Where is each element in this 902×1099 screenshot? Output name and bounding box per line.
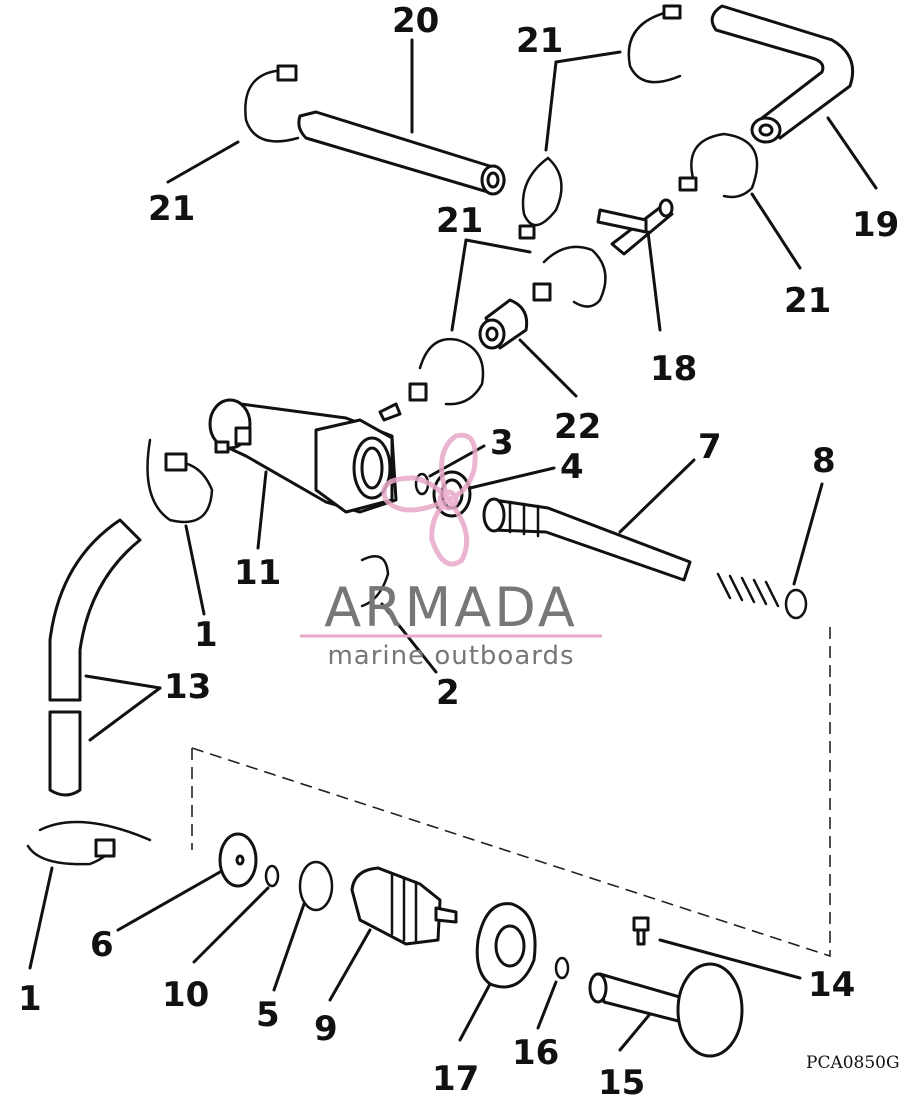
callout-16: 16 — [512, 1033, 559, 1073]
ring-10 — [264, 864, 280, 888]
tee-fitting-18 — [596, 198, 674, 256]
fitting-9 — [350, 866, 458, 946]
callout-labels: 20 21 21 21 21 19 18 22 3 4 7 8 11 1 2 1… — [18, 1, 899, 1099]
callout-8: 8 — [812, 441, 836, 481]
hose-19 — [710, 4, 855, 144]
washer-6 — [218, 832, 258, 888]
clamp-21-top — [627, 4, 682, 84]
clamp-1-lower — [26, 820, 152, 866]
ring-16 — [554, 956, 570, 980]
retaining-ring-2 — [360, 555, 390, 608]
callout-22: 22 — [554, 407, 601, 447]
spring-8 — [716, 572, 808, 620]
callout-21: 21 — [516, 21, 563, 61]
retainer-17 — [475, 902, 537, 989]
callout-19: 19 — [852, 205, 899, 245]
sleeve-22 — [478, 298, 529, 350]
shaft-7 — [482, 497, 692, 582]
propeller-logo-icon — [381, 432, 478, 567]
callout-21: 21 — [436, 201, 483, 241]
callout-9: 9 — [314, 1009, 338, 1049]
callout-15: 15 — [598, 1063, 645, 1099]
callout-14: 14 — [808, 965, 855, 1005]
screw-14 — [632, 916, 650, 946]
callout-18: 18 — [650, 349, 697, 389]
leader-lines — [28, 38, 878, 1052]
clamp-21-right — [678, 132, 759, 199]
callout-17: 17 — [432, 1059, 479, 1099]
clamp-21-lower — [408, 337, 485, 406]
hose-20 — [297, 110, 506, 196]
callout-13: 13 — [164, 667, 211, 707]
drawing-code: PCA0850G — [806, 1053, 900, 1073]
clamp-21-center — [532, 245, 607, 308]
diagram-artwork — [26, 4, 878, 1058]
watermark-brand: ARMADA — [324, 576, 578, 639]
callout-2: 2 — [436, 673, 460, 713]
hose-13 — [48, 518, 142, 797]
callout-3: 3 — [490, 423, 514, 463]
callout-4: 4 — [560, 447, 584, 487]
armada-watermark: ARMADA marine outboards — [300, 432, 602, 671]
assembly-guide-lines — [191, 620, 831, 958]
callout-10: 10 — [162, 975, 209, 1015]
callout-1: 1 — [18, 979, 42, 1019]
clamp-1-upper — [146, 438, 214, 524]
clamp-21-mid — [518, 156, 563, 240]
watermark-tagline: marine outboards — [327, 641, 574, 671]
knob-15 — [588, 962, 744, 1058]
callout-5: 5 — [256, 995, 280, 1035]
o-ring-5 — [298, 860, 334, 912]
callout-21: 21 — [148, 189, 195, 229]
callout-7: 7 — [698, 427, 722, 467]
housing-11 — [208, 398, 402, 514]
callout-20: 20 — [392, 1, 439, 41]
callout-11: 11 — [234, 553, 281, 593]
clamp-21-left — [244, 64, 300, 143]
callout-21: 21 — [784, 281, 831, 321]
callout-1: 1 — [194, 615, 218, 655]
callout-6: 6 — [90, 925, 114, 965]
